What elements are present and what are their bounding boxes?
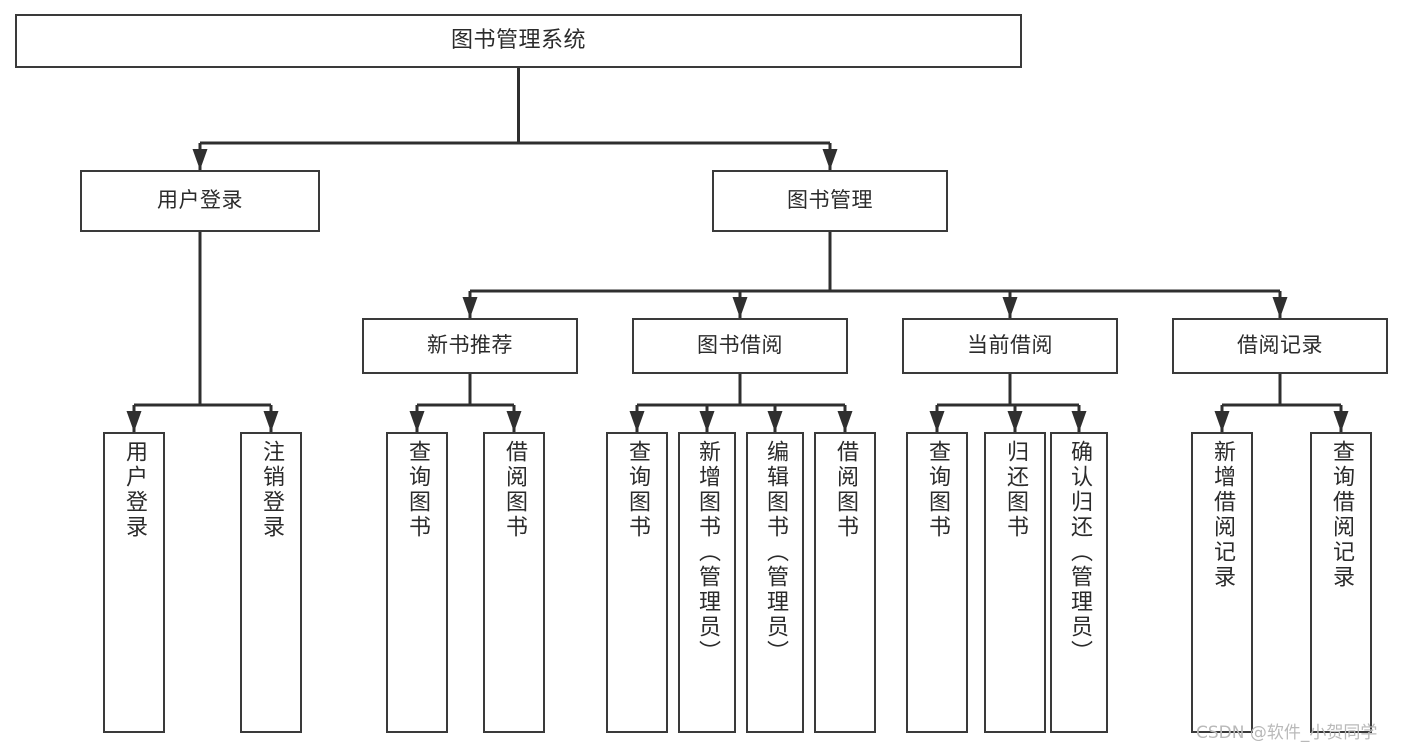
node-bookmgmt[interactable]: 图书管理 [712,170,948,232]
node-l-confirm[interactable]: 确认归还（管理员） [1050,432,1108,733]
node-label: 查询图书 [625,440,650,540]
node-l-return[interactable]: 归还图书 [984,432,1046,733]
node-label: 图书管理 [787,188,873,213]
node-label: 查询图书 [925,440,950,540]
node-l-borrow2[interactable]: 借阅图书 [814,432,876,733]
node-label: 新书推荐 [427,333,513,358]
node-label: 用户登录 [157,188,243,213]
node-label: 借阅图书 [502,440,527,540]
node-l-query2[interactable]: 查询图书 [606,432,668,733]
node-l-query1[interactable]: 查询图书 [386,432,448,733]
node-borrow[interactable]: 图书借阅 [632,318,848,374]
node-label: 编辑图书（管理员） [763,440,788,665]
node-newbook[interactable]: 新书推荐 [362,318,578,374]
node-label: 注销登录 [259,440,284,540]
node-label: 确认归还（管理员） [1067,440,1092,665]
node-label: 借阅图书 [833,440,858,540]
node-l-add[interactable]: 新增图书（管理员） [678,432,736,733]
node-label: 查询图书 [405,440,430,540]
node-label: 归还图书 [1003,440,1028,540]
node-l-addrec[interactable]: 新增借阅记录 [1191,432,1253,733]
node-label: 借阅记录 [1237,333,1323,358]
node-label: 新增借阅记录 [1210,440,1235,590]
node-label: 用户登录 [122,440,147,540]
node-label: 查询借阅记录 [1329,440,1354,590]
node-l-logout[interactable]: 注销登录 [240,432,302,733]
node-root[interactable]: 图书管理系统 [15,14,1022,68]
node-current[interactable]: 当前借阅 [902,318,1118,374]
node-l-borrow1[interactable]: 借阅图书 [483,432,545,733]
node-label: 当前借阅 [967,333,1053,358]
node-l-queryrec[interactable]: 查询借阅记录 [1310,432,1372,733]
node-label: 图书管理系统 [450,27,586,53]
node-l-query3[interactable]: 查询图书 [906,432,968,733]
node-label: 图书借阅 [697,333,783,358]
node-login[interactable]: 用户登录 [80,170,320,232]
node-records[interactable]: 借阅记录 [1172,318,1388,374]
csdn-watermark: CSDN @软件_小贺同学 [1196,723,1378,743]
node-l-login[interactable]: 用户登录 [103,432,165,733]
node-l-edit[interactable]: 编辑图书（管理员） [746,432,804,733]
node-label: 新增图书（管理员） [695,440,720,665]
